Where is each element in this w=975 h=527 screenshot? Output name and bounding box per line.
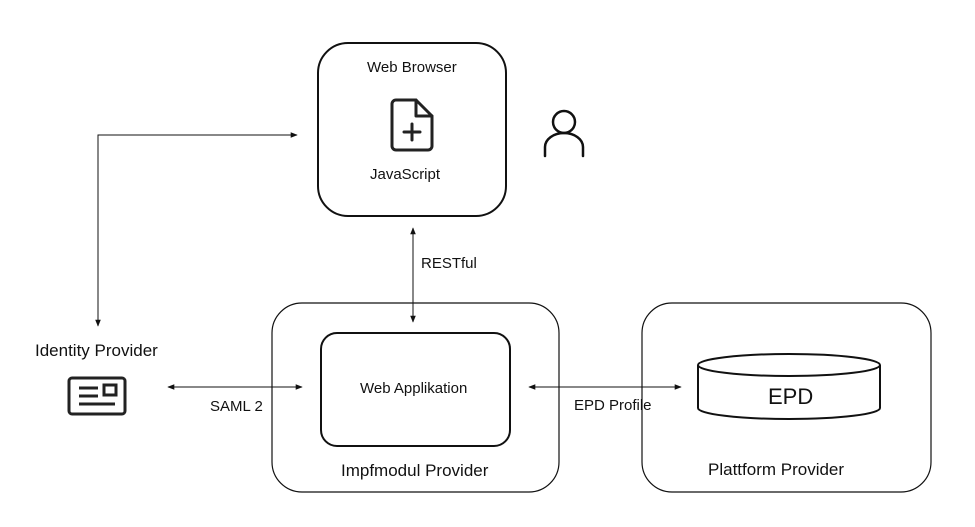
file-plus-icon xyxy=(390,98,434,152)
web-browser-title: Web Browser xyxy=(367,59,457,76)
saml-label: SAML 2 xyxy=(210,398,263,415)
restful-label: RESTful xyxy=(421,255,477,272)
web-app-label: Web Applikation xyxy=(360,380,468,397)
identity-provider-label: Identity Provider xyxy=(35,341,158,360)
javascript-label: JavaScript xyxy=(370,166,441,183)
web-browser-box xyxy=(317,42,507,217)
epd-database-icon xyxy=(697,353,881,420)
id-card-icon xyxy=(67,376,127,416)
platform-provider-label: Plattform Provider xyxy=(708,460,845,479)
epd-profile-label: EPD Profile xyxy=(574,397,652,414)
platform-provider-box xyxy=(641,302,932,493)
idp-browser-connector xyxy=(95,132,298,327)
epd-label: EPD xyxy=(768,384,814,409)
user-icon xyxy=(543,109,585,158)
web-app-box xyxy=(320,332,511,447)
impfmodul-provider-label: Impfmodul Provider xyxy=(341,461,489,480)
